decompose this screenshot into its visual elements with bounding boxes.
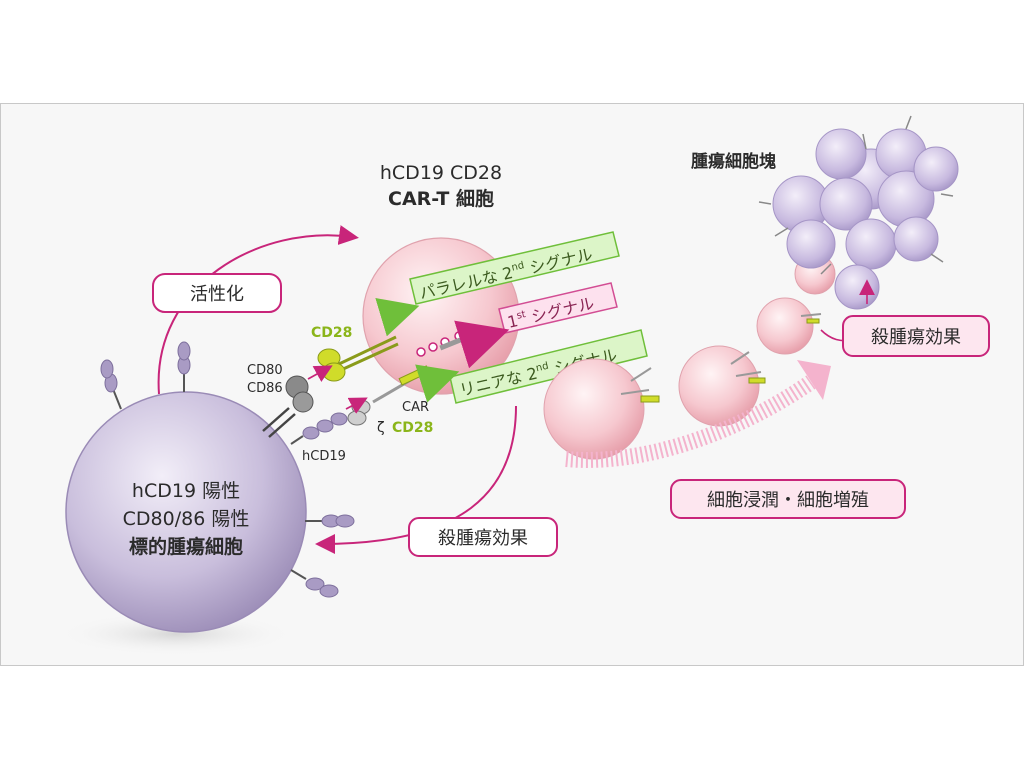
tumor-mass-label: 腫瘍細胞塊	[691, 151, 776, 172]
kill-left-label: 殺腫瘍効果	[438, 528, 528, 549]
linear-signal-arrow	[415, 364, 460, 403]
activation-label: 活性化	[190, 284, 244, 305]
target-receptor-3	[305, 514, 355, 528]
target-cell-shadow	[56, 612, 296, 656]
target-cell-line1: hCD19 陽性	[132, 480, 240, 502]
cd80-label: CD80	[247, 363, 283, 378]
target-receptor-2	[177, 341, 191, 392]
infiltration-label: 細胞浸潤・細胞増殖	[707, 489, 869, 511]
tumor-cell-mass	[772, 128, 959, 310]
target-cell-line3: 標的腫瘍細胞	[129, 535, 243, 558]
diagram-frame: hCD19 陽性 CD80/86 陽性 標的腫瘍細胞 CD80 CD86 hCD…	[0, 103, 1024, 666]
infiltration-arrow	[565, 360, 831, 468]
activation-arrow	[157, 225, 359, 395]
hcd19-antigen	[290, 412, 348, 445]
car-t-title-line1: hCD19 CD28	[380, 162, 502, 184]
cd86-label: CD86	[247, 381, 283, 396]
migrating-cell-receptors	[620, 313, 822, 395]
cd80-cd86-ligand	[262, 375, 314, 438]
infiltration-box	[670, 479, 906, 519]
car-t-mechanism-diagram: hCD19 陽性 CD80/86 陽性 標的腫瘍細胞 CD80 CD86 hCD…	[56, 115, 990, 656]
kill-right-label: 殺腫瘍効果	[871, 327, 961, 348]
zeta-label: ζ	[377, 420, 385, 436]
kill-right-box	[842, 315, 990, 357]
parallel-signal-arrow	[375, 298, 420, 337]
parallel-2nd-signal-box	[409, 231, 620, 305]
migrating-car-t-cell-2	[678, 345, 760, 427]
migrating-car-t-cell-1	[543, 358, 645, 460]
cd28-label: CD28	[311, 325, 352, 341]
car-t-title-line2: CAR-T 細胞	[388, 187, 494, 210]
migrating-cell-cd28-marks	[640, 318, 820, 403]
first-signal-arrow	[454, 320, 510, 369]
target-tumor-cell	[65, 391, 307, 633]
car-label: CAR	[402, 400, 429, 415]
hcd19-car-binding-arrow	[345, 397, 368, 414]
migrating-car-t-cell-3	[756, 297, 814, 355]
kill-left-arrow	[315, 405, 517, 554]
car-receptor	[347, 365, 430, 426]
hcd19-label: hCD19	[302, 449, 346, 464]
tumor-mass-receptors	[758, 115, 954, 275]
target-receptor-1	[100, 359, 122, 410]
target-receptor-4	[290, 569, 339, 598]
zeta-cd28-label: CD28	[392, 420, 433, 436]
target-cell-line2: CD80/86 陽性	[123, 508, 250, 530]
activation-box	[152, 273, 282, 313]
kill-left-box	[408, 517, 558, 557]
cd80-cd28-binding-arrow	[307, 365, 333, 382]
